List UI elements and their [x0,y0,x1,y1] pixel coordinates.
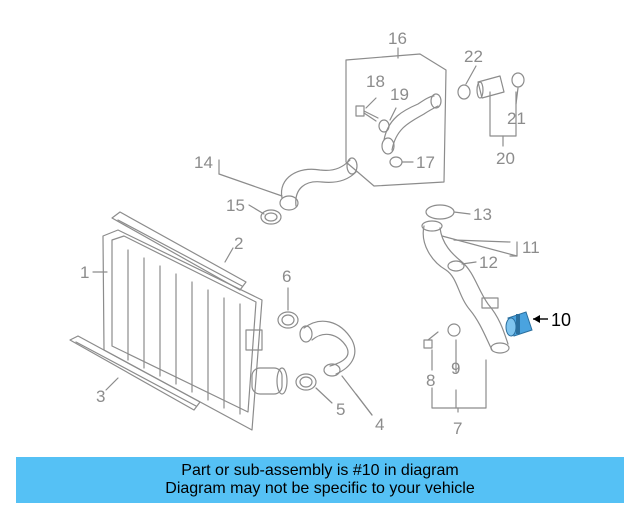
ring-22-part [457,84,471,100]
callout-19: 19 [390,85,409,104]
callout-9: 9 [451,359,460,378]
info-banner: Part or sub-assembly is #10 in diagram D… [16,457,624,503]
lower-hose-part [299,320,356,377]
pipe-assembly-part [381,93,442,155]
banner-line-2: Diagram may not be specific to your vehi… [165,480,475,497]
upper-seal-strip-part [111,211,247,291]
callout-21: 21 [507,109,526,128]
intake-pipe-part [421,220,510,354]
upper-hose-part [279,157,358,211]
callout-18: 18 [366,72,385,91]
callout-15: 15 [226,196,245,215]
callout-6: 6 [282,267,291,286]
banner-line-1: Part or sub-assembly is #10 in diagram [181,462,459,479]
ring-21-part [511,72,525,88]
clamp-12-part [447,260,465,272]
clamp-5-part [295,373,317,391]
callout-13: 13 [473,205,492,224]
pipe-assembly-box [345,53,447,187]
callout-14: 14 [194,153,213,172]
intercooler-part [102,229,288,431]
part-10-highlighted [505,311,548,337]
seal-19-part [378,119,390,133]
callout-11: 11 [522,238,540,257]
callout-3: 3 [96,387,105,406]
washer-9-part [447,323,461,337]
callout-12: 12 [479,253,498,272]
clamp-13-part [425,204,455,220]
callout-8: 8 [426,371,435,390]
clamp-15-part [260,209,282,225]
parts-diagram: 1 2 3 4 5 6 7 8 9 10 11 12 13 14 15 16 1… [69,29,571,438]
leader-lines [92,47,519,416]
bolt-8-part [423,331,439,349]
callout-2: 2 [234,234,243,253]
callout-10: 10 [551,310,571,330]
callout-20: 20 [496,149,515,168]
ring-17-part [389,156,403,168]
callout-4: 4 [375,415,384,434]
bolt-18-part [355,105,379,122]
callout-17: 17 [416,153,435,172]
callout-1: 1 [80,263,89,282]
callout-22: 22 [464,47,483,66]
callout-7: 7 [453,419,462,438]
lower-seal-strip-part [69,335,201,411]
callout-5: 5 [336,400,345,419]
clamp-6-part [277,311,299,329]
pipe-20-part [476,75,505,99]
callout-16: 16 [388,29,407,48]
